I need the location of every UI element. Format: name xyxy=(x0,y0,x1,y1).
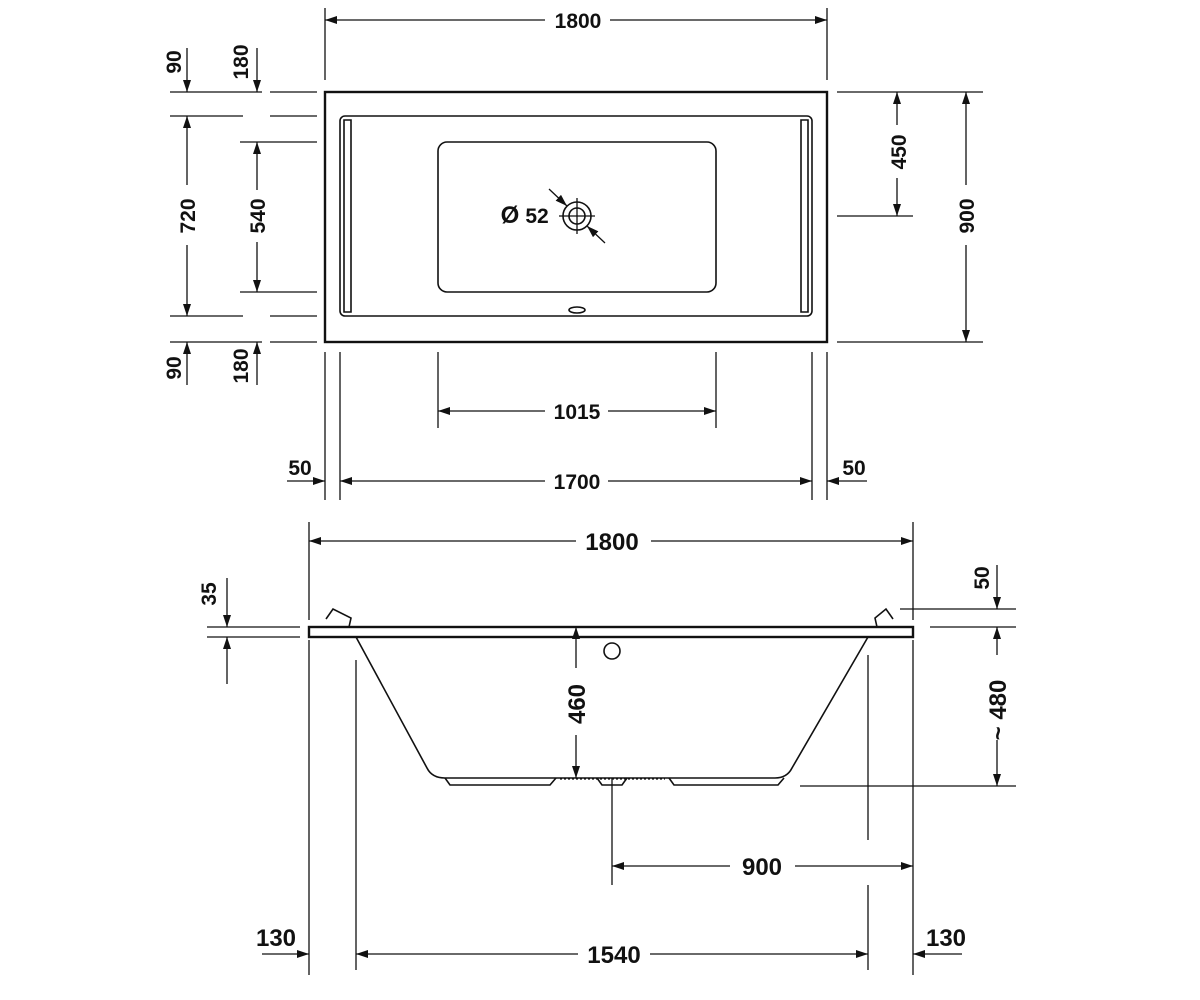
dim-top-rim-180: 180 xyxy=(230,44,253,79)
overflow-hole-icon xyxy=(603,642,621,660)
dim-side-overall-length: 1800 xyxy=(585,529,638,556)
tub-floor xyxy=(437,141,717,293)
dim-top-rim-90: 90 xyxy=(163,50,186,73)
dim-base-length-1540: 1540 xyxy=(587,942,640,969)
dim-rim-thickness-35: 35 xyxy=(198,582,221,606)
dim-overall-width-900: 900 xyxy=(956,198,979,233)
drain-icon xyxy=(548,188,606,244)
top-view: 1800 90 180 720 540 90 180 xyxy=(163,8,983,500)
right-headrest xyxy=(800,119,809,313)
dim-side-right-50: 50 xyxy=(842,457,865,480)
dim-drain-position-900: 900 xyxy=(742,854,782,881)
tub-feet-base xyxy=(444,777,785,786)
dim-floor-length-1015: 1015 xyxy=(554,401,601,424)
dim-total-height-480: ~ 480 xyxy=(985,680,1012,741)
tub-inner-basin xyxy=(339,115,813,317)
dim-bottom-rim-180: 180 xyxy=(230,348,253,383)
dim-rim-offset-50: 50 xyxy=(971,566,994,589)
dim-inner-depth-460: 460 xyxy=(564,684,591,724)
overflow-icon xyxy=(568,306,586,314)
tub-outer-rim xyxy=(323,90,829,344)
dim-drain-diameter-symbol: Ø xyxy=(501,202,520,229)
left-headrest xyxy=(343,119,352,313)
tub-body-profile xyxy=(355,636,869,779)
dim-side-left-50: 50 xyxy=(288,457,311,480)
dim-inner-width-540: 540 xyxy=(247,198,270,233)
tub-side-rim xyxy=(307,625,915,639)
dim-drain-diameter: 52 xyxy=(525,205,548,228)
dim-top-overall-length: 1800 xyxy=(555,10,602,33)
dim-inner-length-1700: 1700 xyxy=(554,471,601,494)
dim-foot-right-130: 130 xyxy=(926,925,966,952)
dim-drain-offset-450: 450 xyxy=(888,134,911,169)
side-view: 1800 35 50 ~ 480 460 900 xyxy=(198,522,1016,975)
dim-inner-width-720: 720 xyxy=(177,198,200,233)
left-end-tab xyxy=(325,607,352,628)
dim-bottom-rim-90: 90 xyxy=(163,356,186,379)
dim-foot-left-130: 130 xyxy=(256,925,296,952)
right-end-tab xyxy=(874,607,894,628)
